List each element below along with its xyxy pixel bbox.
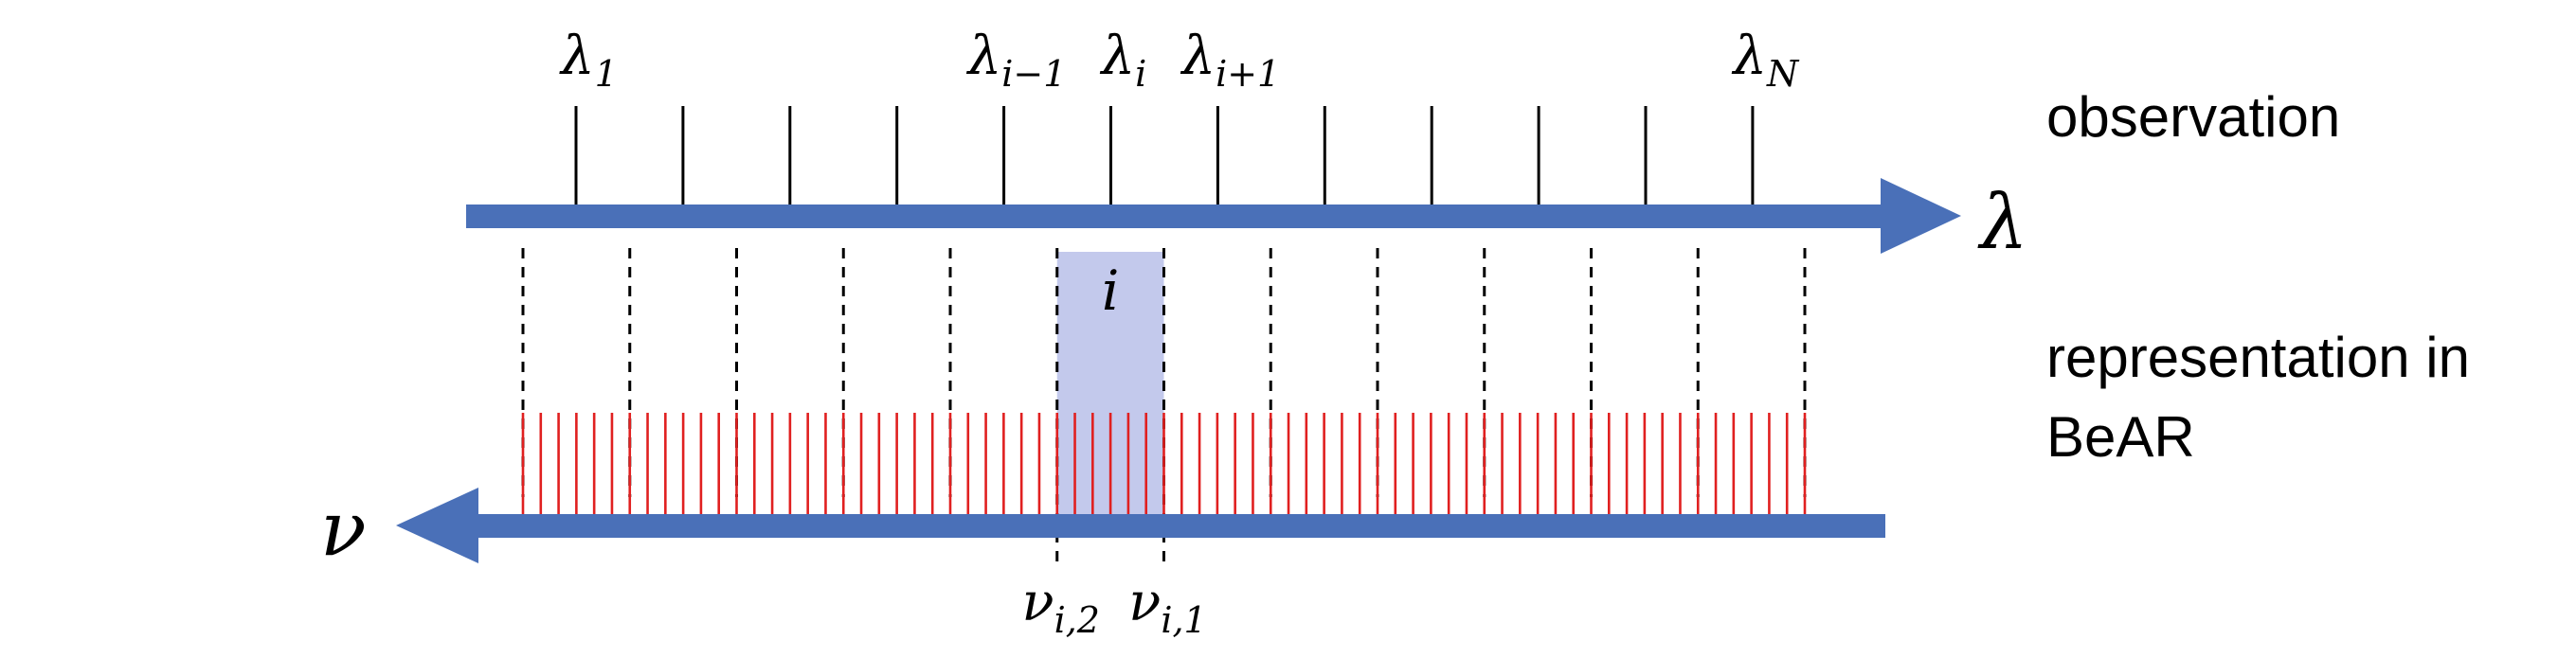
lambda-axis-arrowhead xyxy=(1881,178,1961,254)
lambda-tick-label: λ1 xyxy=(559,26,618,95)
representation-label-line1: representation in xyxy=(2046,326,2470,389)
nu-axis-arrowhead xyxy=(396,488,478,563)
observation-label: observation xyxy=(2046,85,2340,149)
lambda-axis-symbol: λ xyxy=(1977,178,2028,266)
nu-boundary-label: νi,2 xyxy=(1022,572,1100,641)
highlighted-bin-label: i xyxy=(1102,258,1120,323)
lambda-tick-label: λi−1 xyxy=(966,26,1067,95)
lambda-tick-label: λi+1 xyxy=(1180,26,1281,95)
lambda-tick-label: λN xyxy=(1732,26,1801,95)
lambda-tick-label: λi xyxy=(1100,26,1147,95)
nu-boundary-label: νi,1 xyxy=(1128,572,1206,641)
nu-axis-symbol: ν xyxy=(320,485,367,573)
lambda-axis-shaft xyxy=(466,205,1893,228)
nu-axis-shaft xyxy=(464,514,1885,538)
representation-label-line2: BeAR xyxy=(2046,405,2195,469)
